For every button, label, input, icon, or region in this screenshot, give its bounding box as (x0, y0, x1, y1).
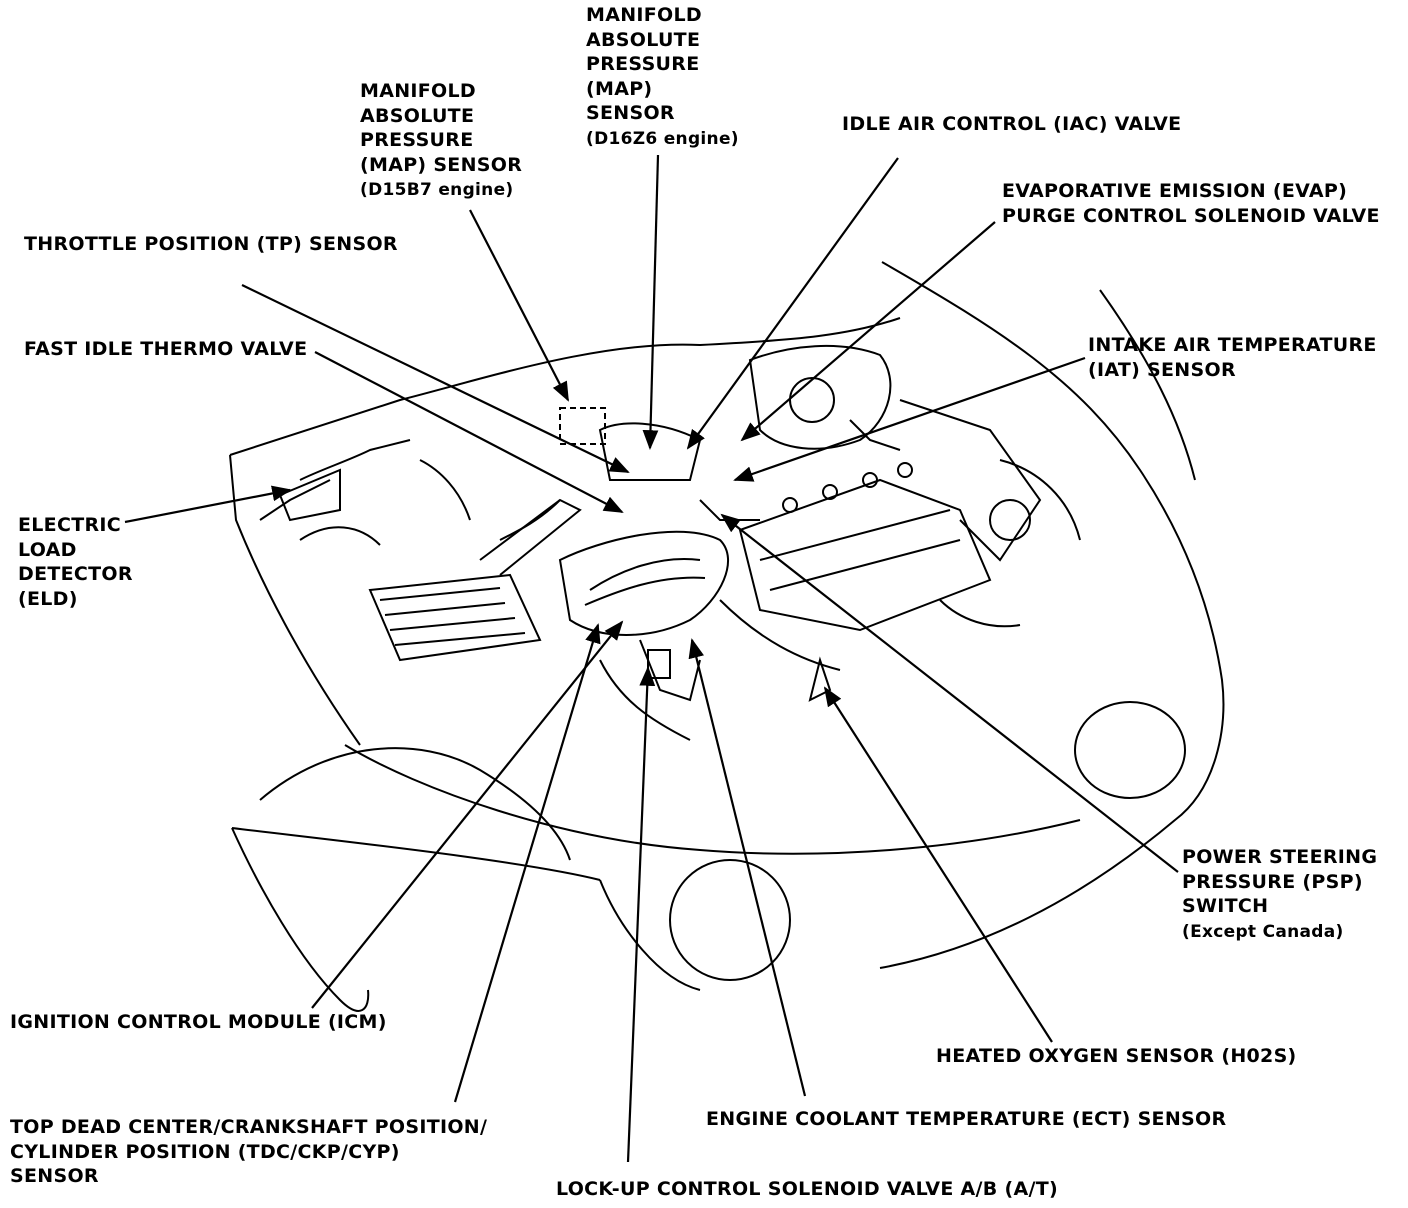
leader-lockup (626, 666, 656, 1163)
label-evap-valve: EVAPORATIVE EMISSION (EVAP) PURGE CONTRO… (1002, 180, 1380, 227)
leader-icm (311, 620, 624, 1009)
label-eld: ELECTRIC LOAD DETECTOR (ELD) (18, 514, 133, 610)
leader-map-d15b7 (469, 209, 569, 402)
label-psp-switch: POWER STEERING PRESSURE (PSP) SWITCH (Ex… (1182, 846, 1378, 942)
engine-details (278, 344, 1081, 741)
leader-ect (688, 638, 807, 1097)
label-icm: IGNITION CONTROL MODULE (ICM) (10, 1011, 387, 1033)
leader-map-d16z6 (642, 154, 660, 450)
label-ect-sensor: ENGINE COOLANT TEMPERATURE (ECT) SENSOR (706, 1108, 1227, 1130)
leader-tp (241, 284, 630, 473)
label-tp-sensor: THROTTLE POSITION (TP) SENSOR (24, 233, 398, 255)
label-iac-valve: IDLE AIR CONTROL (IAC) VALVE (842, 113, 1182, 135)
label-tdc-ckp-cyp-sensor: TOP DEAD CENTER/CRANKSHAFT POSITION/ CYL… (10, 1116, 488, 1187)
label-fast-idle-thermo-valve: FAST IDLE THERMO VALVE (24, 338, 308, 360)
leader-iat (733, 356, 1086, 482)
leader-psp (720, 513, 1179, 873)
label-ho2s: HEATED OXYGEN SENSOR (H02S) (936, 1045, 1297, 1067)
leader-ho2s (823, 686, 1053, 1043)
leader-fast-idle (314, 351, 624, 513)
label-map-sensor-d16z6: MANIFOLD ABSOLUTE PRESSURE (MAP) SENSOR … (586, 4, 739, 149)
leader-evap (740, 221, 996, 442)
label-iat-sensor: INTAKE AIR TEMPERATURE (IAT) SENSOR (1088, 334, 1377, 381)
leader-eld (124, 485, 292, 524)
leader-tdc (453, 623, 601, 1103)
car-body-outline (229, 261, 1225, 1012)
leader-iac (686, 157, 899, 450)
label-lockup-solenoid: LOCK-UP CONTROL SOLENOID VALVE A/B (A/T) (556, 1178, 1058, 1200)
leader-lines (124, 154, 1179, 1163)
label-map-sensor-d15b7: MANIFOLD ABSOLUTE PRESSURE (MAP) SENSOR … (360, 80, 523, 200)
